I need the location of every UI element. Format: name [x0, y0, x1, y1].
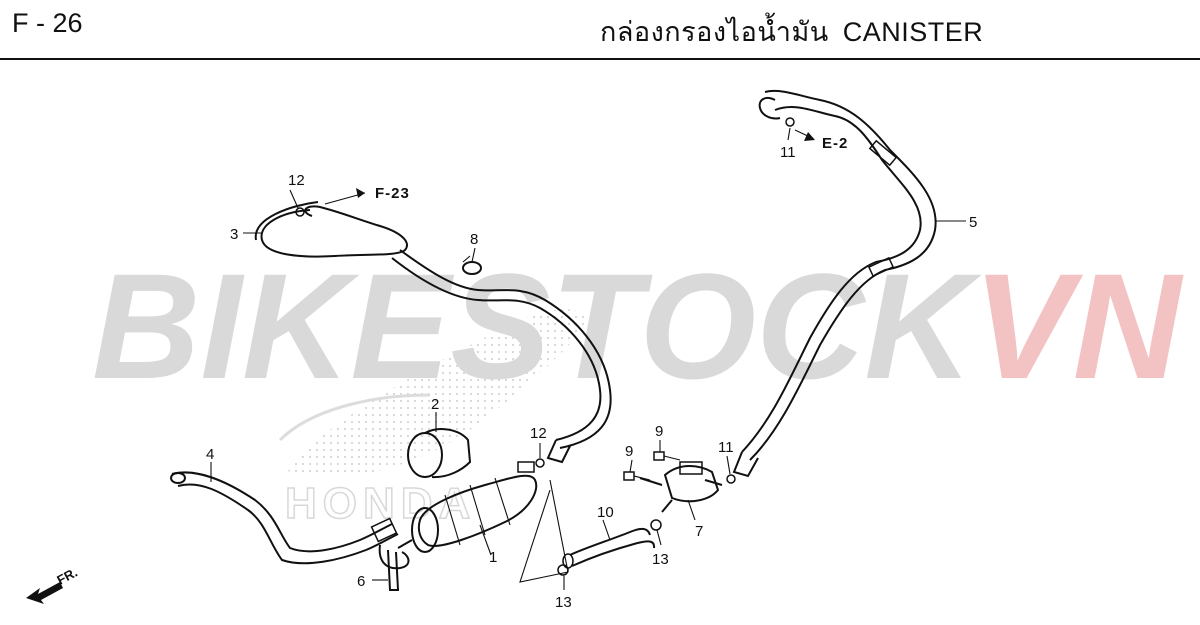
callout-12-upper: 12 [288, 172, 305, 189]
watermark-part-a: BIKESTOCK [92, 242, 982, 410]
header-divider [0, 58, 1200, 60]
callout-9-right: 9 [655, 423, 663, 440]
callout-2: 2 [431, 396, 439, 413]
hose-3 [254, 201, 612, 464]
page-code: F - 26 [12, 8, 83, 38]
callout-11-upper: 11 [780, 144, 796, 161]
bolt-9-a [623, 471, 651, 481]
callout-4: 4 [206, 446, 214, 463]
brand-wing-mark [285, 309, 590, 478]
canister-strap [407, 428, 472, 479]
callout-10: 10 [597, 504, 614, 521]
watermark-text: BIKESTOCKVN [92, 242, 1184, 410]
brand-wordmark: HONDA [285, 479, 476, 528]
callout-13-left: 13 [555, 594, 572, 611]
ref-f23: F-23 [324, 185, 410, 205]
page-header: F - 26 กล่องกรองไอน้ำมัน CANISTER [0, 0, 1200, 60]
callout-1: 1 [489, 549, 497, 566]
title-english: CANISTER [842, 17, 984, 47]
hose-10 [562, 527, 656, 569]
front-indicator: FR. [26, 565, 80, 604]
callout-6: 6 [357, 573, 365, 590]
callout-9-left: 9 [625, 443, 633, 460]
canister-body [397, 461, 538, 553]
clip-12-lower [535, 458, 545, 468]
hose-5 [732, 90, 937, 478]
tube-6 [378, 544, 410, 591]
clip-11-upper [785, 117, 795, 127]
purge-control-valve [639, 461, 723, 513]
watermark-part-b: VN [973, 242, 1184, 410]
brand-wing-outline [278, 393, 431, 442]
clip-12-upper [295, 207, 305, 217]
callout-13-right: 13 [652, 551, 669, 568]
page-title: กล่องกรองไอน้ำมัน CANISTER [600, 10, 983, 53]
leader-lines [210, 127, 966, 590]
callout-7: 7 [695, 523, 703, 540]
callout-11-lower: 11 [718, 439, 734, 456]
clip-11-lower [726, 474, 736, 484]
callout-12-lower: 12 [530, 425, 547, 442]
clip-13-upper [650, 519, 662, 531]
callout-5: 5 [969, 214, 977, 231]
front-arrow-icon [26, 582, 63, 604]
callout-3: 3 [230, 226, 238, 243]
ref-e2: E-2 [794, 129, 848, 152]
hose-4 [170, 471, 399, 565]
ref-f23-label: F-23 [375, 185, 410, 202]
bolt-9-b [653, 451, 681, 461]
title-thai: กล่องกรองไอน้ำมัน [600, 17, 829, 48]
ref-e2-label: E-2 [822, 135, 848, 152]
callout-8: 8 [470, 231, 478, 248]
